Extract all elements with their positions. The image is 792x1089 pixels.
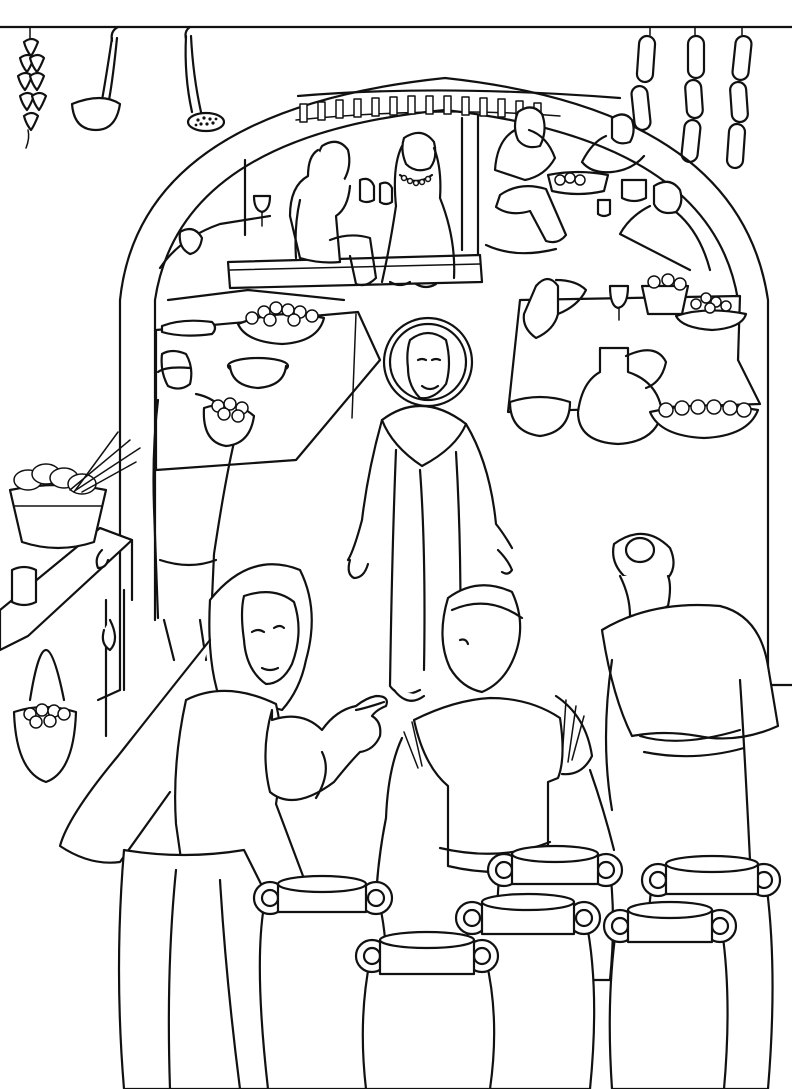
water-jar <box>254 876 392 1089</box>
haloed-figure <box>348 318 512 701</box>
hanging-ladle-icon <box>72 27 120 130</box>
hanging-basket <box>14 650 76 782</box>
servant-with-turban <box>602 534 778 1080</box>
water-jar <box>356 932 498 1089</box>
bread-basket <box>10 432 140 548</box>
banquet-tables <box>156 274 760 470</box>
water-jars <box>254 846 780 1089</box>
hanging-skimmer-icon <box>186 27 225 131</box>
side-table <box>0 528 132 736</box>
bride-and-groom <box>228 133 482 288</box>
water-jar <box>604 902 736 1089</box>
feast-guests <box>160 107 710 300</box>
hanging-sausages-icon <box>631 27 753 169</box>
wedding-canopy <box>245 90 620 255</box>
hanging-garlic-icon <box>18 27 46 148</box>
servant-with-bread <box>154 351 255 660</box>
